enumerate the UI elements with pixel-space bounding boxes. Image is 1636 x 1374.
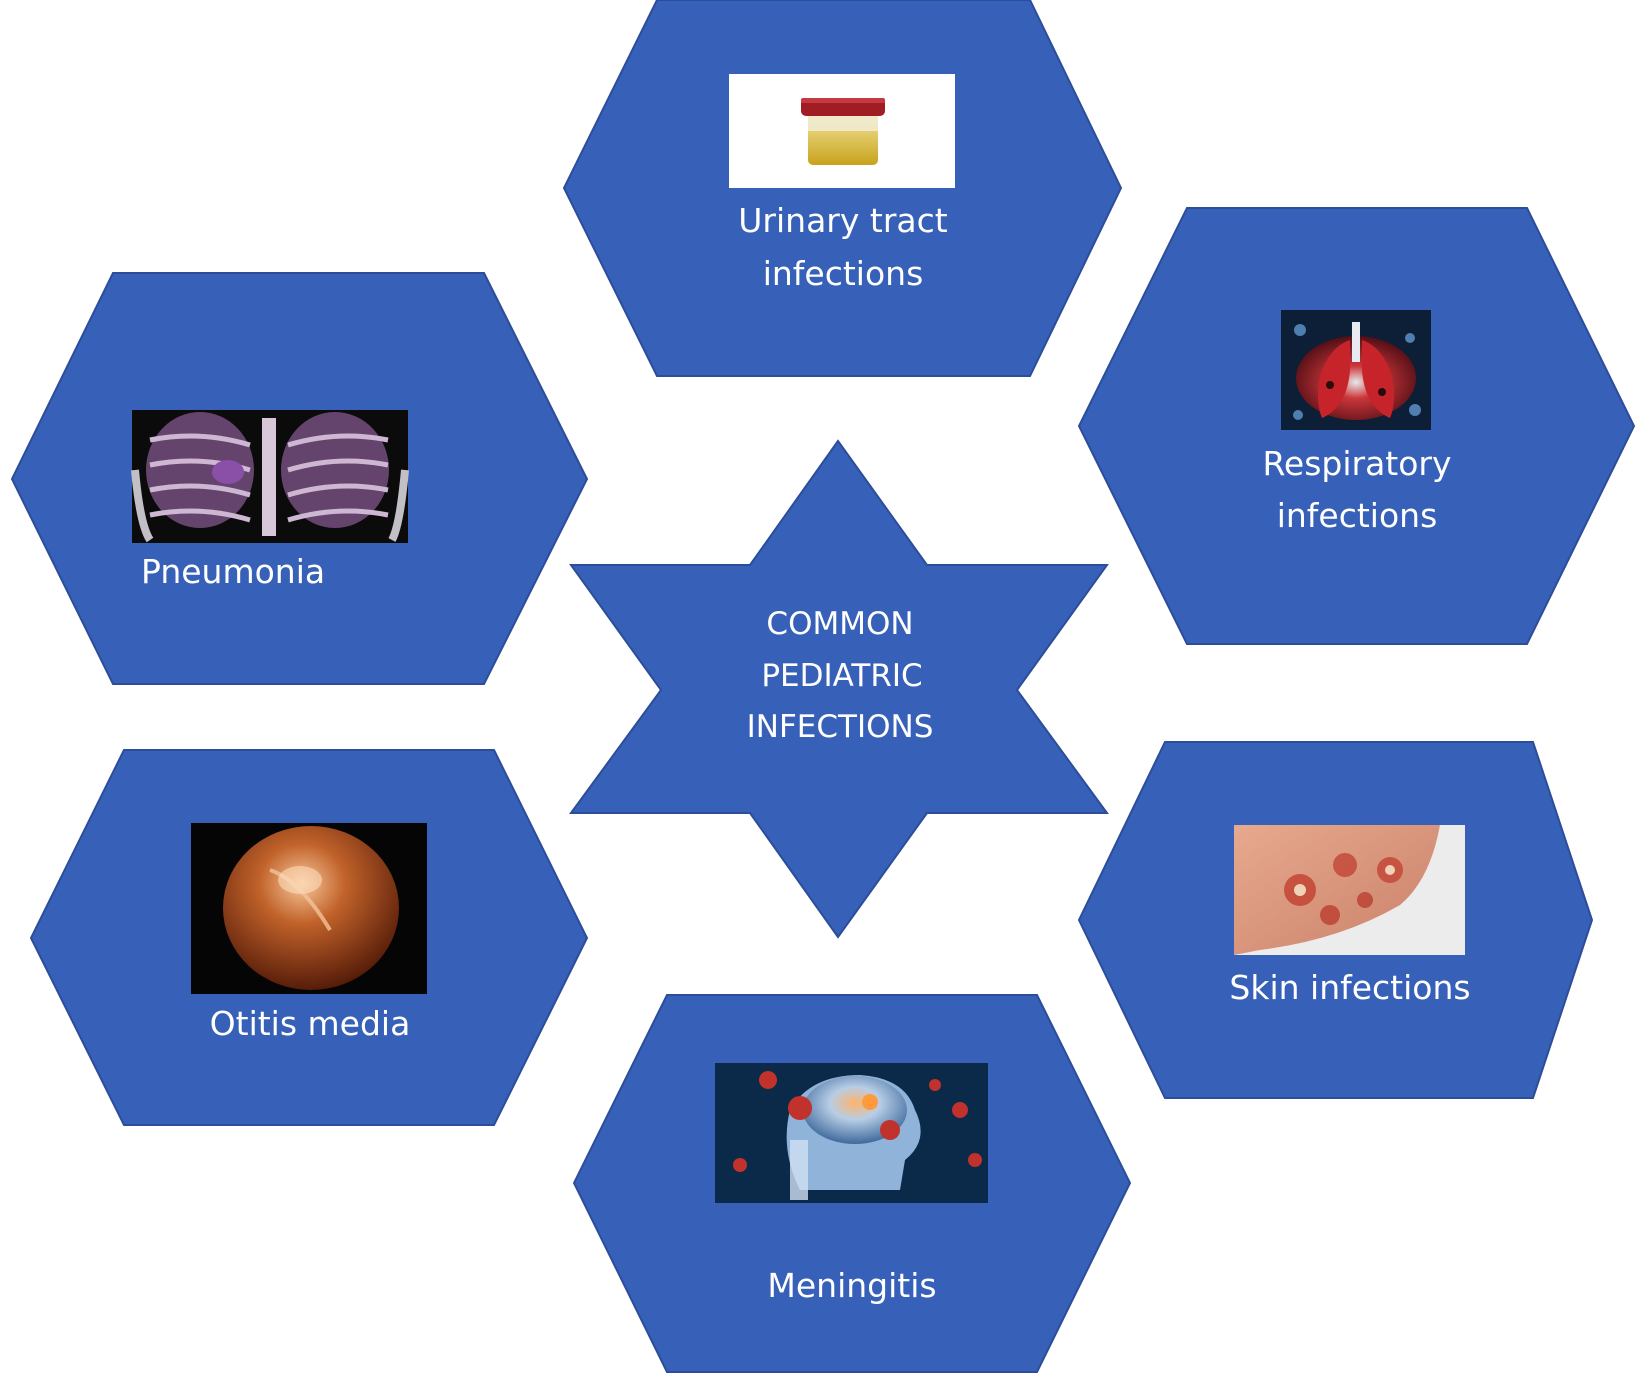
label-pneumonia: Pneumonia <box>141 552 325 591</box>
label-urinary-line1: Urinary tract <box>738 201 947 240</box>
center-title-line2: PEDIATRIC <box>761 658 922 694</box>
brain-virus-icon <box>715 1063 988 1203</box>
label-skin: Skin infections <box>1229 968 1470 1007</box>
skin-rash-icon <box>1234 825 1465 955</box>
node-pneumonia: Pneumonia <box>10 272 589 685</box>
node-urinary-tract-infections: Urinary tract infections <box>562 0 1123 377</box>
label-respiratory-line1: Respiratory <box>1262 444 1451 483</box>
infected-lungs-icon <box>1281 310 1431 430</box>
label-urinary-line2: infections <box>763 254 924 293</box>
chest-x-ray-icon <box>131 410 409 543</box>
node-meningitis: Meningitis <box>572 994 1132 1373</box>
urine-sample-icon <box>729 74 955 188</box>
eardrum-icon <box>191 823 427 994</box>
node-otitis-media: Otitis media <box>29 749 589 1126</box>
label-otitis: Otitis media <box>210 1004 411 1043</box>
center-star: COMMON PEDIATRIC INFECTIONS <box>569 439 1109 939</box>
center-title-line3: INFECTIONS <box>747 709 934 745</box>
node-skin-infections: Skin infections <box>1077 741 1594 1099</box>
center-title-line1: COMMON <box>766 606 913 642</box>
node-respiratory-infections: Respiratory infections <box>1077 207 1636 645</box>
label-meningitis: Meningitis <box>767 1266 936 1305</box>
label-respiratory-line2: infections <box>1277 496 1438 535</box>
center-star-shape <box>569 439 1109 939</box>
